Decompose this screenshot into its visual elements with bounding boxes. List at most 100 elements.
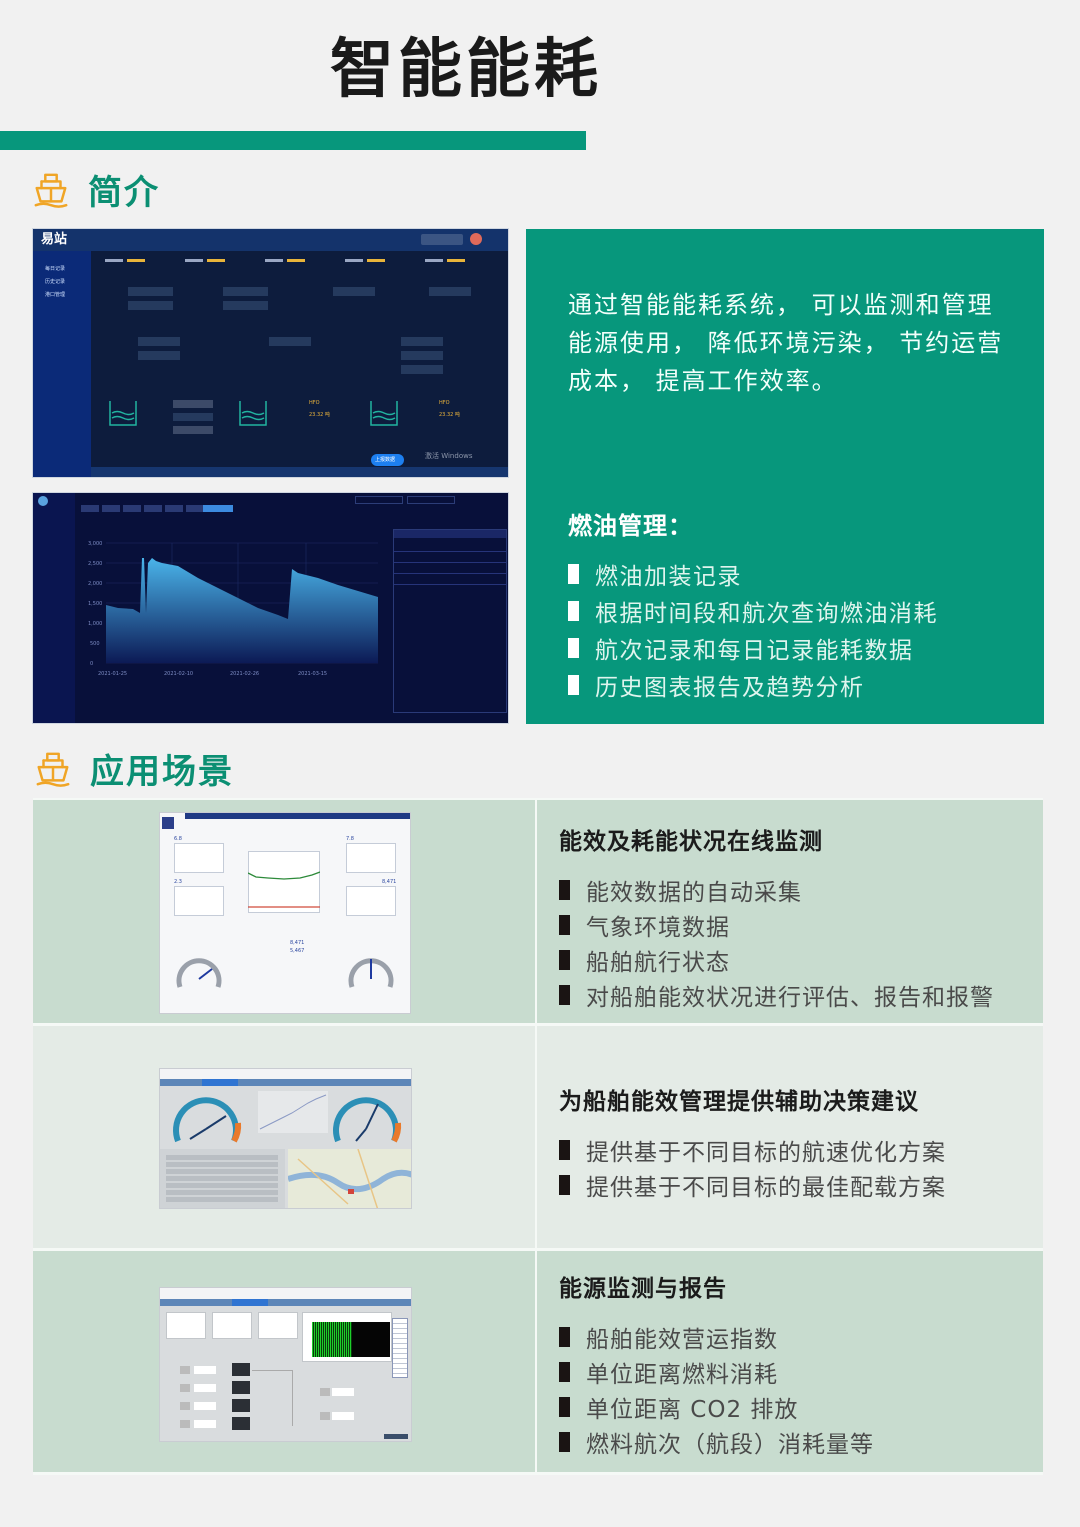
scenario-title: 能效及耗能状况在线监测 — [559, 829, 823, 855]
bullet-square-icon — [559, 1361, 570, 1382]
input-field[interactable] — [223, 287, 268, 296]
sidebar — [33, 493, 75, 723]
svg-text:1,000: 1,000 — [88, 621, 102, 627]
svg-text:2021-02-26: 2021-02-26 — [230, 671, 259, 677]
sidebar-item[interactable]: 港口管理 — [45, 292, 66, 298]
voyage-log-screenshot: 易站 每日记录 历史记录 港口管理 HFO 23.32 吨 HFO 23.32 … — [32, 228, 509, 478]
list-item: 航次记录和每日记录能耗数据 — [568, 629, 938, 666]
scenario-title: 为船舶能效管理提供辅助决策建议 — [559, 1089, 919, 1115]
page-title: 智能能耗 — [330, 33, 602, 107]
input-field[interactable] — [269, 337, 311, 346]
bullet-square-icon — [559, 1139, 570, 1160]
brand-logo: 易站 — [41, 232, 68, 247]
summary-box — [258, 1312, 298, 1339]
sidebar-item[interactable]: 每日记录 — [45, 266, 66, 272]
title-underline-bar — [0, 131, 586, 150]
bullet-square-icon — [559, 949, 570, 970]
speed-gauge — [176, 958, 222, 988]
logo — [38, 496, 48, 506]
input-field[interactable] — [138, 337, 180, 346]
voyage-table — [393, 529, 507, 713]
scenario-text-cell: 为船舶能效管理提供辅助决策建议 提供基于不同目标的航速优化方案 提供基于不同目标… — [537, 1026, 1043, 1248]
fuel-management-title: 燃油管理： — [568, 512, 693, 540]
propeller-chart — [248, 851, 320, 913]
bullet-square-icon — [559, 1431, 570, 1452]
input-field[interactable] — [401, 337, 443, 346]
bullet-square-icon — [559, 1174, 570, 1195]
status-button[interactable] — [384, 1434, 408, 1439]
bullet-square-icon — [568, 600, 579, 621]
collection-method-select[interactable] — [173, 426, 213, 434]
intro-heading: 简介 — [32, 165, 160, 214]
list-item: 燃料航次（航段）消耗量等 — [559, 1424, 1043, 1459]
bullet-square-icon — [568, 674, 579, 695]
voyage-table-header — [394, 530, 506, 538]
scenario-row-monitoring: 6.8 7.8 2.3 8,471 8,471 5,467 能效及耗能状况在线监… — [33, 800, 1043, 1026]
input-field[interactable] — [401, 351, 443, 360]
input-field[interactable] — [128, 301, 173, 310]
heading-chart — [346, 843, 396, 873]
monitoring-screenshot: 6.8 7.8 2.3 8,471 8,471 5,467 — [159, 812, 411, 1014]
tank-icon — [370, 401, 398, 426]
sidebar — [33, 251, 91, 477]
nav-tabs[interactable] — [160, 1079, 411, 1086]
sidebar-item[interactable]: 历史记录 — [45, 279, 66, 285]
window-header — [160, 1288, 411, 1299]
tank-icon — [239, 401, 267, 426]
engine-icon — [232, 1363, 250, 1376]
scenarios-table: 6.8 7.8 2.3 8,471 8,471 5,467 能效及耗能状况在线监… — [33, 798, 1043, 1475]
engine-icon — [232, 1381, 250, 1394]
submit-button[interactable] — [371, 454, 404, 466]
scenario-image-cell: 6.8 7.8 2.3 8,471 8,471 5,467 — [33, 800, 537, 1023]
speed-gauge — [173, 1097, 242, 1143]
list-item: 单位距离 CO2 排放 — [559, 1389, 1043, 1424]
tab-strip[interactable] — [81, 505, 233, 512]
fuel-type-select[interactable] — [173, 400, 213, 408]
svg-text:2,000: 2,000 — [88, 581, 102, 587]
list-item: 对船舶能效状况进行评估、报告和报警 — [559, 977, 1043, 1012]
summary-box — [212, 1312, 252, 1339]
windows-watermark: 激活 Windows — [425, 452, 473, 460]
select-box[interactable] — [407, 496, 455, 504]
tab-active[interactable] — [203, 505, 233, 512]
engine-icon — [232, 1399, 250, 1412]
heading-gauge — [348, 958, 394, 988]
input-field[interactable] — [401, 365, 443, 374]
nav-tab-active[interactable] — [232, 1299, 268, 1306]
scenario-image-cell — [33, 1251, 537, 1472]
dropdown-list[interactable] — [392, 1318, 408, 1378]
bullet-square-icon — [559, 1326, 570, 1347]
ship-select[interactable] — [421, 234, 463, 245]
window-titlebar — [185, 813, 410, 819]
route-map[interactable] — [288, 1149, 411, 1208]
svg-text:3,000: 3,000 — [88, 541, 102, 547]
list-item: 提供基于不同目标的最佳配载方案 — [559, 1167, 1043, 1202]
list-item: 船舶能效营运指数 — [559, 1319, 1043, 1354]
bullet-square-icon — [559, 984, 570, 1005]
fuel-gauge — [333, 1097, 402, 1143]
scenario-list: 能效数据的自动采集 气象环境数据 船舶航行状态 对船舶能效状况进行评估、报告和报… — [559, 872, 1043, 1012]
nav-tab-active[interactable] — [202, 1079, 238, 1086]
depth-chart — [346, 886, 396, 916]
list-item: 船舶航行状态 — [559, 942, 1043, 977]
select-box[interactable] — [355, 496, 403, 504]
svg-text:2021-03-15: 2021-03-15 — [298, 671, 327, 677]
bullet-square-icon — [568, 563, 579, 584]
voyage-table-rows — [394, 541, 506, 587]
svg-text:2021-01-25: 2021-01-25 — [98, 671, 127, 677]
scenario-image-cell — [33, 1026, 537, 1248]
input-field[interactable] — [138, 351, 180, 360]
bullet-square-icon — [559, 1396, 570, 1417]
list-item: 根据时间段和航次查询燃油消耗 — [568, 592, 938, 629]
input-field[interactable] — [429, 287, 471, 296]
list-item: 气象环境数据 — [559, 907, 1043, 942]
decision-support-screenshot — [159, 1068, 412, 1209]
fuel-amount-input[interactable] — [173, 413, 213, 421]
input-field[interactable] — [333, 287, 375, 296]
input-field[interactable] — [128, 287, 173, 296]
avatar[interactable] — [470, 233, 482, 245]
ship-icon — [36, 752, 70, 787]
nav-tabs[interactable] — [160, 1299, 411, 1306]
trend-line-chart — [258, 1091, 328, 1133]
input-field[interactable] — [223, 301, 268, 310]
